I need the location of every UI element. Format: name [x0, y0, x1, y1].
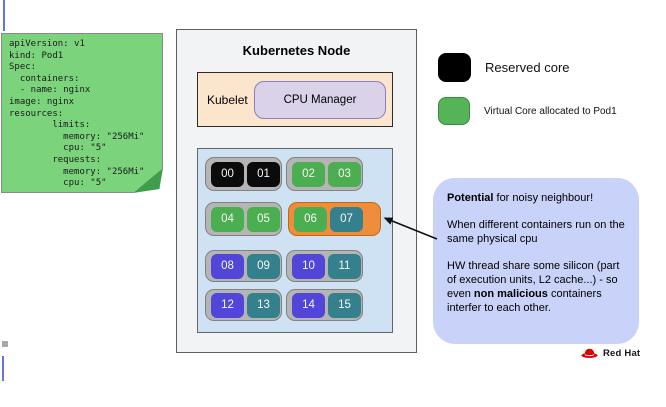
legend-swatch — [438, 97, 470, 125]
node-title: Kubernetes Node — [242, 43, 351, 58]
pod-spec-yaml: apiVersion: v1 kind: Pod1 Spec: containe… — [9, 39, 145, 189]
cpu-core-06: 06 — [294, 206, 327, 232]
cpu-core-11: 11 — [328, 253, 361, 279]
kubelet-label: Kubelet — [207, 92, 248, 107]
pod-spec-note: apiVersion: v1 kind: Pod1 Spec: containe… — [1, 33, 163, 193]
legend-label: Virtual Core allocated to Pod1 — [484, 105, 617, 117]
cpu-core-05: 05 — [247, 206, 280, 232]
slide-edge-line-top — [3, 0, 5, 31]
cpu-core-12: 12 — [211, 292, 244, 318]
callout-paragraph: HW thread share some silicon (part of ex… — [447, 260, 620, 314]
slide-edge-artifact — [2, 341, 8, 347]
legend-swatch — [438, 53, 471, 82]
callout-paragraph: When different containers run on the sam… — [447, 219, 625, 245]
redhat-logo-text: Red Hat — [603, 347, 641, 359]
cpu-core-13: 13 — [247, 292, 280, 318]
slide-edge-line-bottom — [2, 356, 4, 381]
kubelet-box: Kubelet CPU Manager — [197, 72, 393, 127]
cpu-manager-box: CPU Manager — [254, 81, 386, 119]
cpu-core-14: 14 — [292, 292, 325, 318]
noisy-neighbour-callout: Potential for noisy neighbour! When diffe… — [433, 178, 639, 344]
cpu-core-02: 02 — [292, 161, 325, 187]
cpu-core-00: 00 — [211, 161, 244, 187]
cpu-core-04: 04 — [211, 206, 244, 232]
redhat-logo: Red Hat — [580, 346, 640, 360]
cpu-core-10: 10 — [292, 253, 325, 279]
cpu-core-03: 03 — [328, 161, 361, 187]
callout-paragraph: Potential for noisy neighbour! — [447, 192, 594, 204]
cpu-core-09: 09 — [247, 253, 280, 279]
legend-item: Virtual Core allocated to Pod1 — [438, 97, 663, 125]
callout-text: Potential for noisy neighbour! When diffe… — [447, 191, 626, 315]
cpu-core-15: 15 — [328, 292, 361, 318]
cpu-core-01: 01 — [247, 161, 280, 187]
redhat-hat-icon — [581, 348, 598, 358]
legend-item: Reserved core — [438, 53, 663, 82]
cpu-core-07: 07 — [330, 206, 363, 232]
cpu-core-08: 08 — [211, 253, 244, 279]
legend-label: Reserved core — [485, 60, 570, 75]
